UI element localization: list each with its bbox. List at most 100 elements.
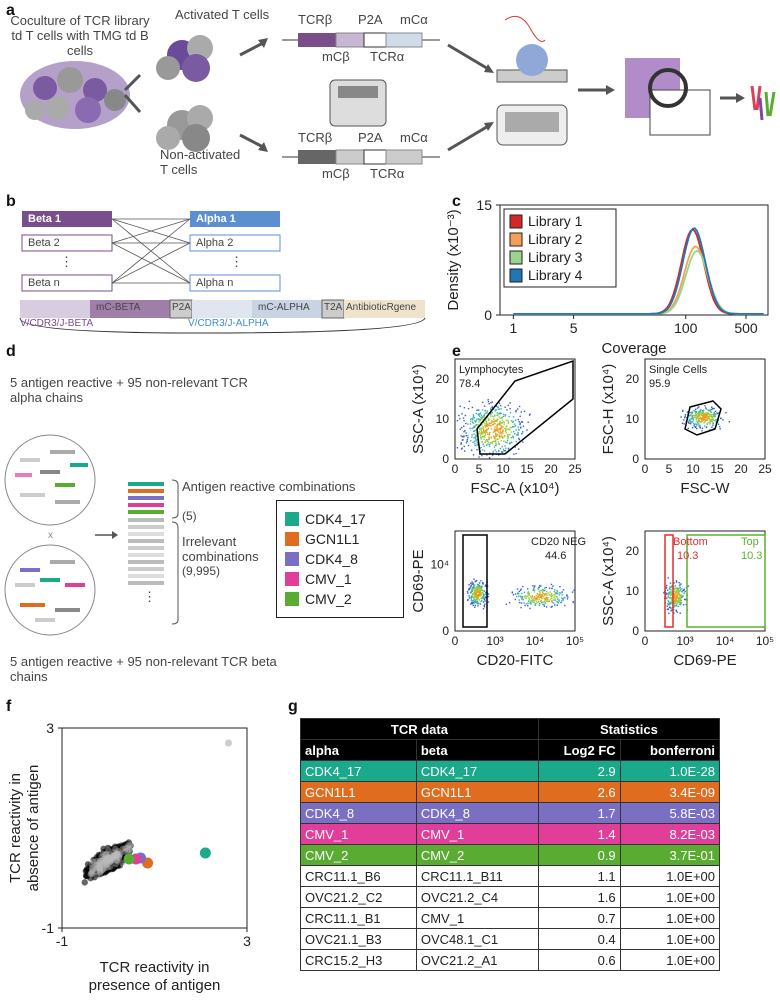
event-dot [543,590,545,592]
header-statistics: Statistics [537,718,721,740]
analysis-monitor-icon [625,58,711,136]
event-dot [524,604,526,607]
cell-alpha: CMV_2 [300,844,417,866]
event-dot [489,425,492,427]
event-dot [679,601,682,604]
event-dot [537,594,540,597]
event-dot [566,598,569,600]
event-dot [702,414,704,417]
coculture-cells [20,61,130,129]
panel-label-f: f [6,698,12,715]
event-dot [539,592,541,594]
event-dot [491,441,493,444]
event-dot [533,595,536,598]
legend-item: CMV_1 [285,571,395,587]
legend-swatch [509,232,523,247]
beta-n-label: Beta n [28,277,60,289]
event-dot [671,590,673,593]
event-dot [692,414,694,417]
cell-log2fc: 1.6 [537,886,621,908]
event-dot [683,423,685,425]
event-dot [471,427,473,430]
event-dot [506,409,508,411]
event-dot [673,588,675,591]
event-dot [519,422,521,425]
data-point [97,857,104,864]
event-dot [527,588,529,590]
event-dot [701,409,704,412]
event-dot [475,589,477,592]
event-dot [711,416,713,419]
vector-mcbeta: mC-BETA [96,302,141,313]
event-dot [561,594,563,596]
event-dot [472,427,475,429]
event-dot [715,419,717,421]
event-dot [692,422,695,425]
data-point [114,850,121,858]
event-dot [701,430,703,432]
event-dot [500,408,502,410]
event-dot [701,414,703,416]
event-dot [667,600,670,603]
event-dot [482,593,485,595]
legend-item: CDK4_8 [285,551,395,567]
event-dot [558,592,561,594]
data-point [110,852,118,859]
event-dot [499,417,502,419]
event-dot [473,596,476,598]
mcb-label-2: mCβ [322,166,350,181]
event-dot [498,434,500,436]
cell-alpha: GCN1L1 [300,781,417,803]
event-dot [674,604,677,607]
event-dot [526,595,529,597]
event-dot [708,415,711,417]
x-tick-label: 10⁴ [716,634,735,648]
event-dot [530,603,532,605]
event-dot [500,412,503,415]
event-dot [704,407,707,409]
event-dot [703,421,705,424]
event-dot [679,603,681,605]
event-dot [528,597,530,599]
cell-log2fc: 1.7 [537,802,621,824]
event-dot [517,408,519,410]
data-point [87,871,94,878]
event-dot [567,596,569,598]
event-dot [484,593,486,595]
x-tick-label: -1 [56,933,69,949]
event-dot [491,423,494,426]
event-dot [681,422,684,424]
event-dot [471,406,474,409]
x-tick-label: 10⁴ [526,634,545,648]
event-dot [517,426,519,428]
data-point [88,869,95,877]
event-dot [474,444,477,447]
event-dot [696,417,698,420]
cell-bonferroni: 3.4E-09 [619,781,721,803]
event-dot [490,420,493,422]
event-dot [553,593,555,596]
event-dot [515,452,517,455]
data-point [121,842,129,849]
event-dot [459,428,461,430]
event-dot [669,606,671,608]
event-dot [527,593,530,595]
highlight-point-cdk4_17 [199,847,211,859]
event-dot [503,423,505,425]
y-axis-label: Density (x10⁻³) [445,209,462,310]
event-dot [485,420,487,422]
event-dot [667,608,670,610]
event-dot [697,413,699,415]
event-dot [718,412,720,414]
x-tick-label: 10³ [486,634,503,648]
event-dot [671,594,673,596]
event-dot [464,450,466,452]
event-dot [702,410,704,413]
data-point [93,861,100,869]
cell-bonferroni: 1.0E+00 [619,886,721,908]
event-dot [479,595,481,597]
event-dot [684,414,687,416]
x-axis-label: FSC-A (x10⁴) [471,480,560,497]
y-axis-label: SSC-A (x10⁴) [600,536,617,626]
data-point [96,863,104,871]
